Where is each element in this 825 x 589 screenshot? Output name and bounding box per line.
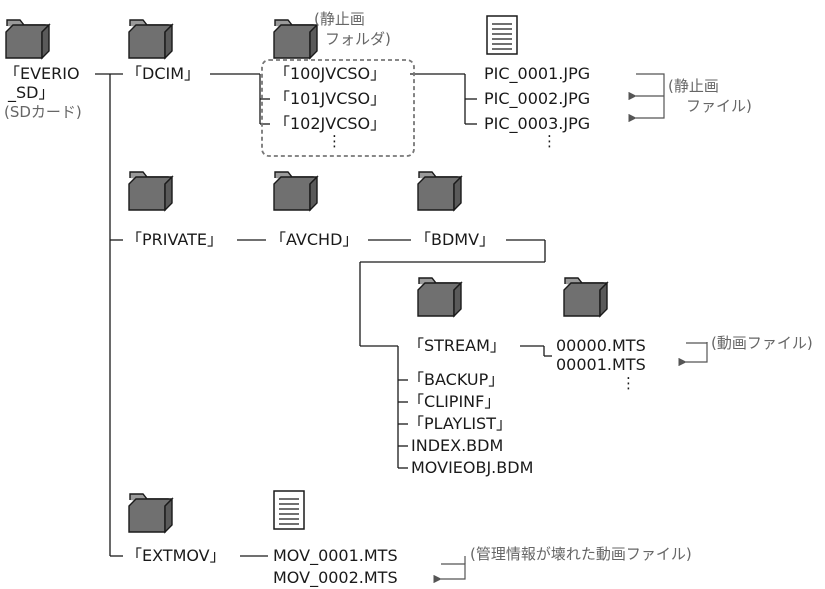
folder-icon [563, 277, 608, 317]
still-folder-label: 「101JVCSO」 [274, 89, 387, 108]
file-list-ellipsis: ⋮ [542, 132, 557, 150]
avchd-folder-label: 「AVCHD」 [270, 230, 359, 249]
bdmv-item-label: INDEX.BDM [411, 436, 504, 455]
folder-icon [417, 277, 462, 317]
stream-file-label: 00001.MTS [556, 355, 646, 374]
folder-list-ellipsis: ⋮ [327, 132, 342, 150]
still-file-note-line2: ファイル) [686, 97, 752, 115]
root-label-line2: _SD」 [8, 83, 55, 102]
document-icon [273, 490, 305, 530]
bdmv-item-label: 「PLAYLIST」 [408, 414, 512, 433]
folder-icon [128, 19, 173, 59]
folder-icon [5, 19, 50, 59]
dcim-folder-label: 「DCIM」 [126, 64, 201, 83]
still-file-label: PIC_0001.JPG [484, 64, 591, 83]
folder-icon [417, 171, 462, 211]
bdmv-item-label: 「BACKUP」 [408, 370, 505, 389]
folder-icon [273, 171, 318, 211]
still-file-label: PIC_0003.JPG [484, 114, 591, 133]
stream-file-label: 00000.MTS [556, 336, 646, 355]
folder-icon [128, 493, 173, 533]
stream-folder-label: 「STREAM」 [408, 336, 506, 355]
bdmv-item-label: 「CLIPINF」 [408, 392, 501, 411]
extmov-file-note: (管理情報が壊れた動画ファイル) [470, 545, 692, 563]
root-label-line1: 「EVERIO [4, 64, 80, 83]
root-note: (SDカード) [4, 103, 82, 121]
still-folder-note-line1: (静止画 [314, 10, 365, 28]
bdmv-folder-label: 「BDMV」 [415, 230, 496, 249]
stream-file-ellipsis: ⋮ [621, 374, 636, 392]
private-folder-label: 「PRIVATE」 [126, 230, 223, 249]
still-folder-note-line2: フォルダ) [325, 30, 391, 48]
still-folder-group-box [261, 59, 415, 157]
extmov-file-label: MOV_0001.MTS [273, 546, 398, 565]
document-icon [486, 15, 518, 55]
stream-file-note: (動画ファイル) [711, 334, 813, 352]
still-folder-label: 「100JVCSO」 [274, 64, 387, 83]
folder-icon [273, 19, 318, 59]
still-file-note-line1: (静止画 [668, 77, 719, 95]
folder-icon [128, 171, 173, 211]
bdmv-item-label: MOVIEOBJ.BDM [411, 458, 534, 477]
still-folder-label: 「102JVCSO」 [274, 114, 387, 133]
extmov-folder-label: 「EXTMOV」 [126, 546, 226, 565]
extmov-file-label: MOV_0002.MTS [273, 568, 398, 587]
still-file-label: PIC_0002.JPG [484, 89, 591, 108]
